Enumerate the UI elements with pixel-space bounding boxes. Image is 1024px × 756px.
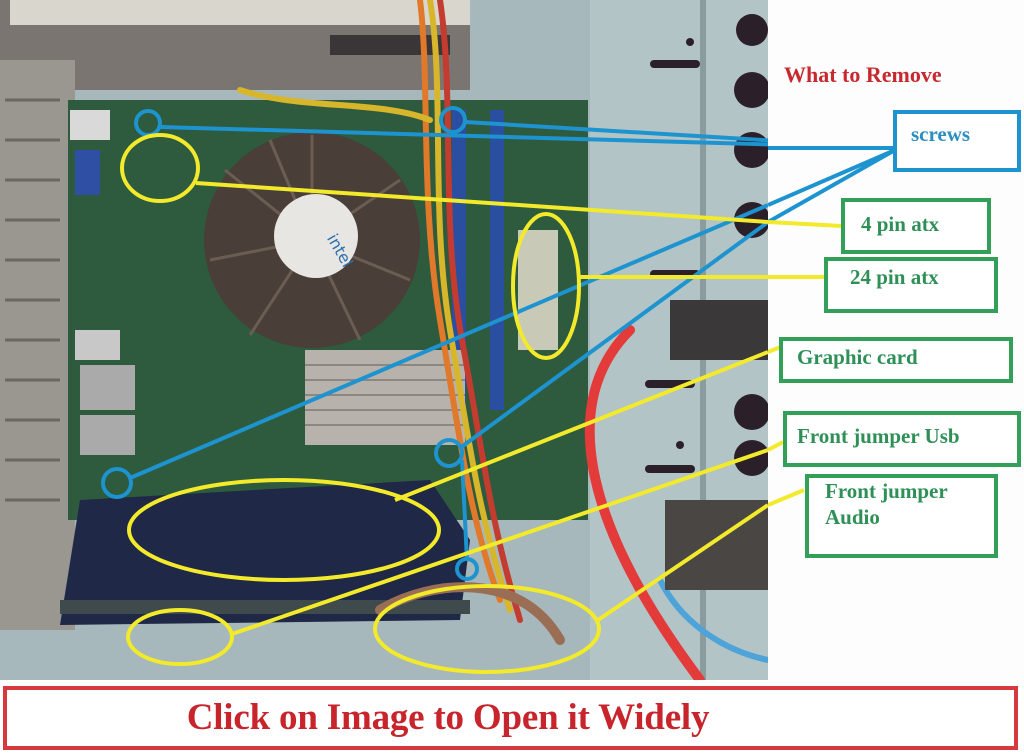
leader-line-screw (460, 459, 469, 561)
label-front-jumper-audio-line2: Audio (825, 505, 880, 529)
callout-front-audio (373, 584, 601, 674)
leader-line-screw (159, 125, 768, 147)
label-graphic-card-text: Graphic card (797, 345, 918, 369)
callout-4pin (120, 133, 200, 203)
label-front-jumper-audio: Front jumper Audio (805, 474, 998, 558)
photo-illustration: intel (0, 0, 768, 680)
label-4-pin-atx: 4 pin atx (841, 198, 991, 254)
screw-marker-top-right (439, 106, 467, 134)
label-graphic-card: Graphic card (779, 337, 1013, 383)
label-24-pin-atx: 24 pin atx (824, 257, 998, 313)
label-front-jumper-usb-text: Front jumper Usb (797, 424, 960, 448)
motherboard-photo[interactable]: intel (0, 0, 768, 680)
leader-line-screw (129, 203, 768, 480)
what-to-remove-heading: What to Remove (784, 62, 942, 87)
label-screws-text: screws (911, 122, 971, 146)
label-front-jumper-audio-line1: Front jumper (825, 479, 948, 503)
open-image-banner[interactable]: Click on Image to Open it Widely (3, 686, 1018, 750)
callout-annotations (120, 133, 768, 674)
leader-line-screw (464, 120, 768, 143)
side-panel-mesh (0, 60, 75, 630)
open-image-banner-text: Click on Image to Open it Widely (186, 697, 710, 738)
callout-front-usb (126, 608, 234, 666)
screw-annotations (101, 106, 768, 581)
screw-marker-bottom-left (101, 467, 133, 499)
screw-marker-bottom-right (434, 438, 464, 468)
label-24-pin-atx-text: 24 pin atx (850, 265, 939, 289)
panel-leader-lines (768, 146, 896, 507)
label-4-pin-atx-text: 4 pin atx (861, 212, 940, 236)
leader-line-screw (458, 220, 768, 450)
label-screws: screws (893, 110, 1021, 172)
callout-24pin (511, 212, 581, 360)
callout-graphic-card (127, 478, 441, 582)
label-front-jumper-usb: Front jumper Usb (783, 411, 1021, 467)
